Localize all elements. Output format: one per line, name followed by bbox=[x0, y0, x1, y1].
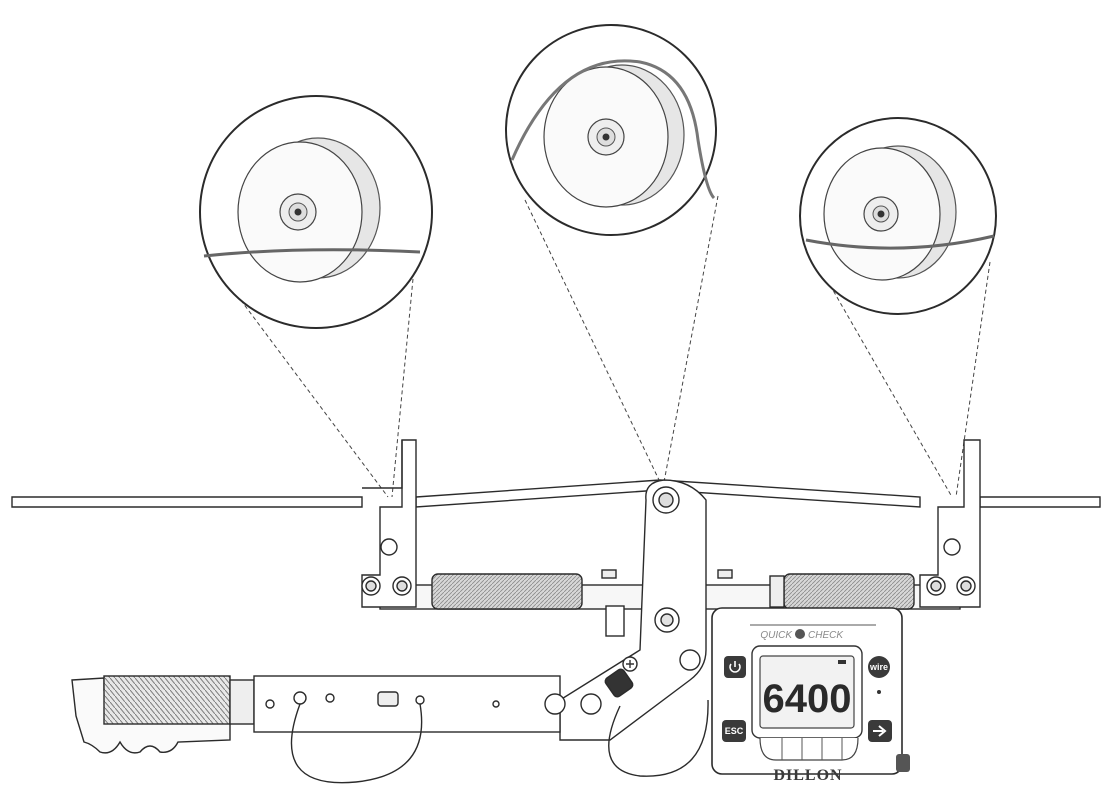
lever-arm bbox=[559, 479, 707, 741]
brand-logo-icon bbox=[795, 629, 805, 639]
brand-right-label: CHECK bbox=[808, 630, 844, 641]
handle bbox=[71, 649, 709, 784]
power-button[interactable] bbox=[724, 656, 746, 678]
digital-gauge: QUICK CHECK 6400 DILLON wire ESC bbox=[711, 607, 910, 784]
power-icon bbox=[729, 661, 741, 673]
maker-label: DILLON bbox=[773, 767, 842, 784]
lcd-reading: 6400 bbox=[763, 677, 852, 721]
arrow-right-icon bbox=[873, 725, 887, 737]
right-bracket bbox=[919, 439, 981, 608]
esc-button[interactable]: ESC bbox=[722, 720, 746, 742]
wire-button-label: wire bbox=[869, 662, 888, 672]
wire-button[interactable]: wire bbox=[868, 656, 890, 678]
detail-circle-left bbox=[199, 95, 433, 329]
esc-button-label: ESC bbox=[725, 726, 744, 736]
left-bracket bbox=[361, 439, 417, 608]
next-button[interactable] bbox=[868, 720, 892, 742]
brand-left-label: QUICK bbox=[760, 630, 793, 641]
detail-circle-right bbox=[799, 117, 997, 315]
indicator-dot bbox=[877, 690, 881, 694]
detail-circle-center bbox=[505, 24, 717, 236]
cable bbox=[11, 479, 1101, 508]
zoom-guide-lines bbox=[227, 195, 991, 498]
